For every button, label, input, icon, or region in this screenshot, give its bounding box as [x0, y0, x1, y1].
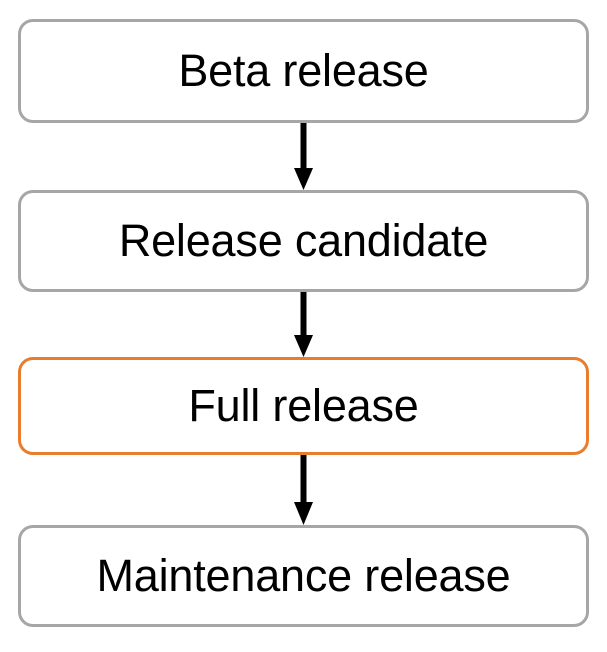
flow-node-label: Full release [188, 379, 419, 431]
arrow-down-icon [294, 292, 313, 357]
connector-arrow-full-to-maintenance [294, 455, 313, 525]
connector-arrow-beta-to-rc [294, 123, 313, 190]
arrow-down-icon [294, 455, 313, 525]
flow-node-label: Maintenance release [96, 549, 511, 601]
flow-node-label: Release candidate [118, 214, 489, 266]
flow-node-release-candidate[interactable]: Release candidate [18, 190, 589, 292]
flow-node-beta-release[interactable]: Beta release [18, 19, 589, 123]
flow-node-label: Beta release [178, 44, 429, 96]
flow-node-maintenance-release[interactable]: Maintenance release [18, 525, 589, 627]
arrow-down-icon [294, 123, 313, 190]
connector-arrow-rc-to-full [294, 292, 313, 357]
flow-node-full-release[interactable]: Full release [18, 357, 589, 455]
